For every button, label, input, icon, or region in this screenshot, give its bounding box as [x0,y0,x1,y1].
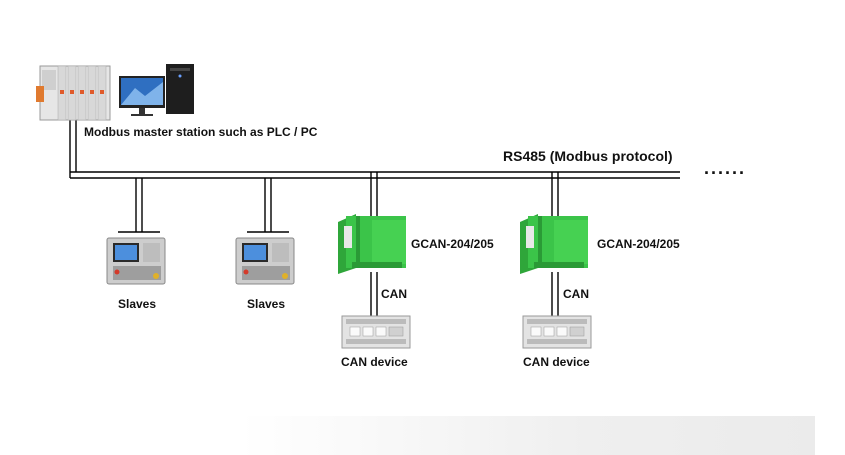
slave-panel-icon [106,237,166,285]
slave-label: Slaves [247,297,286,311]
slave-panel-icon [235,237,295,285]
can-device-label: CAN device [523,355,590,369]
can-link-label: CAN [381,287,407,301]
can-device-label: CAN device [341,355,408,369]
plc-device-icon [36,65,111,121]
can-link-lines [370,272,559,316]
bus-protocol-label: RS485 (Modbus protocol) [503,148,673,164]
pc-tower-icon [166,64,194,114]
gateway-module-icon [520,214,588,274]
gateway-module-icon [338,214,406,274]
slave-drop-lines [118,178,289,233]
gateway-label: GCAN-204/205 [597,237,680,251]
can-device-icon [341,315,411,349]
gateway-drop-lines [370,172,559,218]
master-station-label: Modbus master station such as PLC / PC [84,125,318,139]
can-link-label: CAN [563,287,589,301]
rs485-bus-line [69,120,680,179]
pc-monitor-icon [119,76,165,116]
footer-gradient-strip [240,416,815,455]
gateway-label: GCAN-204/205 [411,237,494,251]
can-device-icon [522,315,592,349]
bus-continuation-dots: ...... [704,158,747,178]
slave-label: Slaves [118,297,157,311]
